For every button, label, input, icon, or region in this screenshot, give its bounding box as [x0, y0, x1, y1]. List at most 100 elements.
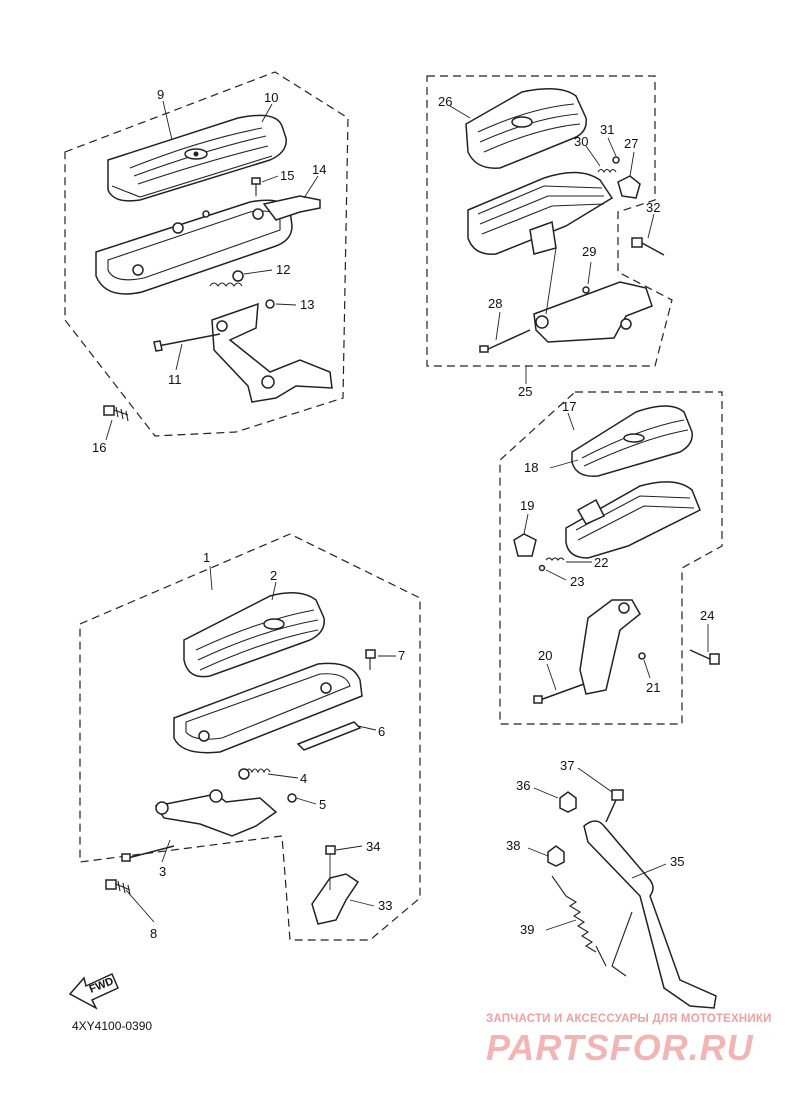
footboard-assembly-17 — [513, 405, 720, 704]
pad-ribs-2 — [195, 609, 319, 671]
part-39-spring — [551, 875, 607, 967]
callout-18: 18 — [524, 460, 538, 475]
part-37-bolt — [605, 789, 624, 823]
callout-10: 10 — [264, 90, 278, 105]
callout-11: 11 — [168, 372, 182, 387]
callout-9: 9 — [157, 87, 164, 102]
board-rib-a — [477, 185, 603, 215]
part-17-arm — [579, 599, 641, 695]
part-2-rubber-pad — [183, 592, 325, 678]
callout-4: 4 — [300, 771, 307, 786]
board-hole — [202, 210, 210, 218]
callout-7: 7 — [398, 648, 405, 663]
part-34-bolt — [325, 845, 336, 890]
guide-line-25 — [545, 247, 557, 315]
callout-15: 15 — [280, 168, 294, 183]
part-31-ball — [612, 156, 620, 164]
callout-23: 23 — [570, 574, 584, 589]
part-11-pin — [153, 333, 221, 352]
part-22-spring — [545, 557, 565, 561]
callout-19: 19 — [520, 498, 534, 513]
arm-boss-a — [535, 315, 549, 329]
assembly-boundary-25 — [426, 75, 673, 367]
callout-38: 38 — [506, 838, 520, 853]
board-frame-1 — [173, 662, 363, 754]
callout-17: 17 — [562, 399, 576, 414]
pad-ribs-26 — [477, 103, 581, 153]
footboard-assembly-1 — [105, 592, 376, 925]
arm17-boss — [618, 602, 630, 614]
callout-6: 6 — [378, 724, 385, 739]
part-6-bracket — [296, 721, 362, 751]
board-bracket-17 — [576, 498, 606, 525]
callout-39: 39 — [520, 922, 534, 937]
part-15-bolt — [251, 177, 261, 196]
part-20-pin — [533, 683, 585, 704]
part-14-bracket — [262, 195, 321, 221]
part-4-spring — [238, 768, 271, 780]
watermark-logo: PARTSFOR.RU — [486, 1027, 754, 1068]
part-28-pin — [479, 329, 531, 353]
sidestand-tab — [611, 911, 633, 977]
arm3-boss-a — [155, 801, 169, 815]
part-35-sidestand — [583, 820, 717, 1009]
arm-boss-b — [620, 318, 632, 330]
part-23-ball — [538, 564, 546, 572]
part-29-ball — [582, 286, 590, 294]
watermark-tagline: ЗАПЧАСТИ И АКСЕССУАРЫ ДЛЯ МОТОТЕХНИКИ — [486, 1013, 772, 1025]
callout-16: 16 — [92, 440, 106, 455]
board1-boss-b — [320, 682, 332, 694]
part-16-bolt — [103, 405, 129, 422]
callout-20: 20 — [538, 648, 552, 663]
callout-1: 1 — [203, 550, 210, 565]
part-33-bracket — [311, 873, 360, 925]
callout-27: 27 — [624, 136, 638, 151]
callout-13: 13 — [300, 297, 314, 312]
board1-boss-a — [198, 730, 210, 742]
callout-labels: 1 2 3 4 5 6 7 8 9 10 11 12 13 14 15 16 1… — [92, 87, 714, 941]
bracket-boss-b — [261, 375, 275, 389]
callout-29: 29 — [582, 244, 596, 259]
part-36-nut — [559, 791, 577, 813]
board-boss-b — [172, 222, 184, 234]
part-25-arm — [533, 281, 653, 343]
callout-2: 2 — [270, 568, 277, 583]
part-8-bolt — [105, 879, 131, 896]
part-13-washer — [265, 299, 275, 309]
callout-34: 34 — [366, 839, 380, 854]
board-rib-c — [481, 203, 605, 235]
drawing-code: 4XY4100-0390 — [72, 1019, 152, 1033]
board-boss-c — [252, 208, 264, 220]
part-30-spring — [597, 168, 617, 174]
board1-inner — [185, 673, 351, 740]
callout-31: 31 — [600, 122, 614, 137]
part-21-ball — [638, 652, 646, 660]
part-7-bolt — [365, 649, 376, 670]
callout-24: 24 — [700, 608, 714, 623]
callout-30: 30 — [574, 134, 588, 149]
part-9-board-frame — [95, 199, 293, 295]
part-3-pin — [121, 845, 175, 862]
part-11-bracket — [211, 302, 333, 403]
assembly-boundary-17 — [499, 391, 723, 725]
part-24-bolt — [689, 649, 720, 665]
callout-5: 5 — [319, 797, 326, 812]
callout-28: 28 — [488, 296, 502, 311]
pad-ribs-18 — [581, 419, 689, 467]
part-38-nut — [547, 845, 565, 867]
sidestand-assembly — [547, 789, 717, 1009]
callout-25: 25 — [518, 384, 532, 399]
callout-22: 22 — [594, 555, 608, 570]
callout-14: 14 — [312, 162, 326, 177]
callout-37: 37 — [560, 758, 574, 773]
callout-12: 12 — [276, 262, 290, 277]
callout-35: 35 — [670, 854, 684, 869]
assembly-boundary-9 — [64, 71, 349, 437]
board-boss-a — [132, 264, 144, 276]
board-frame-17 — [565, 481, 701, 559]
callout-8: 8 — [150, 926, 157, 941]
callout-21: 21 — [646, 680, 660, 695]
arm3-boss-b — [209, 789, 223, 803]
